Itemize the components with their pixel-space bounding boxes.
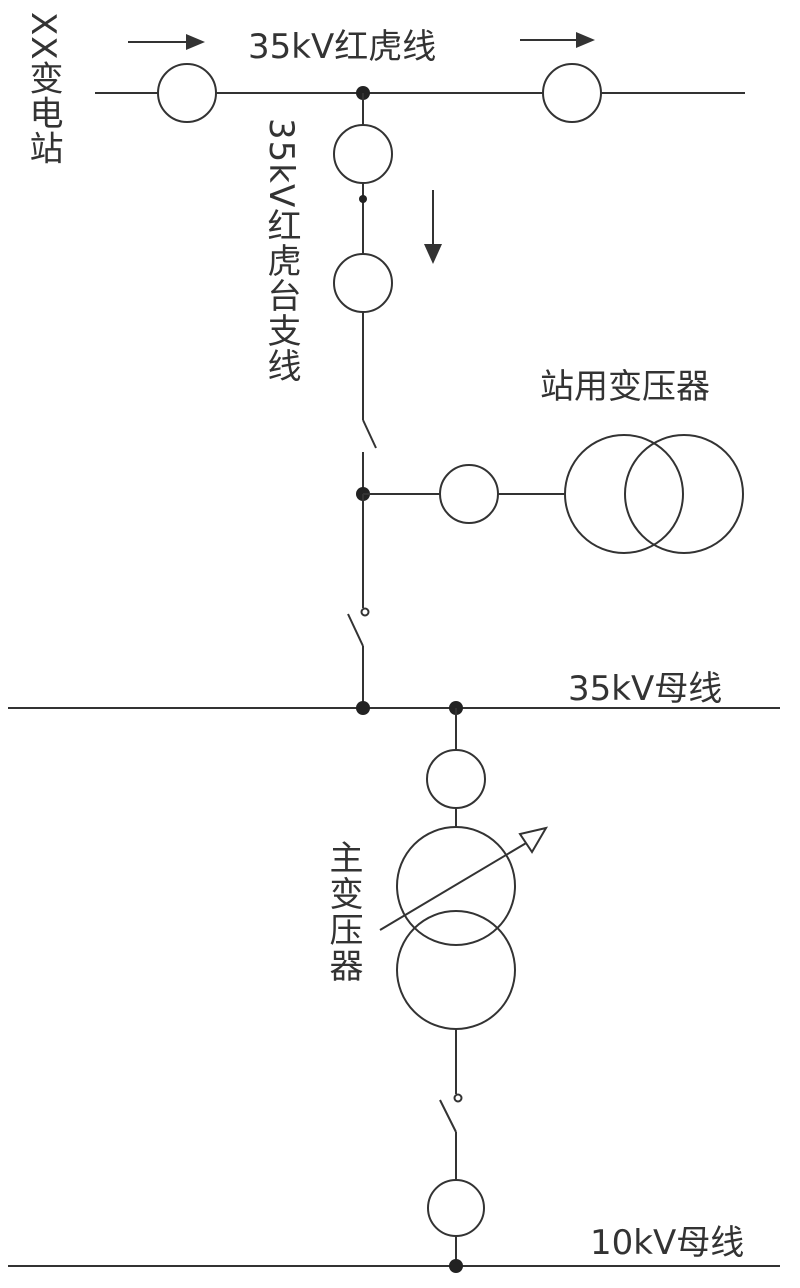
incoming-line-label: 35kV红虎线 bbox=[248, 27, 436, 67]
main-transformer-label: 主变压器 bbox=[323, 840, 363, 984]
bus-10kv-label: 10kV母线 bbox=[590, 1223, 744, 1263]
branch-line-label: 35kV红虎台支线 bbox=[261, 118, 301, 384]
bus-35kv-label: 35kV母线 bbox=[568, 669, 722, 709]
disconnect-switch-main bbox=[439, 1093, 463, 1180]
junction-node-bus10 bbox=[449, 1259, 463, 1273]
substation-label: XX变电站 bbox=[23, 12, 63, 166]
tap-changer-arrow-icon bbox=[379, 826, 549, 931]
branch-small-node bbox=[359, 195, 367, 203]
branch-current-transformer-1 bbox=[333, 124, 393, 184]
junction-node-bus35-left bbox=[356, 701, 370, 715]
disconnect-switch-lower bbox=[347, 607, 370, 708]
arrow-right-icon-right bbox=[520, 32, 595, 48]
main-transformer-symbol bbox=[396, 826, 516, 1030]
station-transformer-symbol bbox=[564, 434, 744, 554]
main-current-transformer-upper bbox=[426, 749, 486, 809]
station-transformer-label: 站用变压器 bbox=[540, 367, 710, 407]
arrow-right-icon-left bbox=[128, 34, 205, 50]
disconnect-switch-upper bbox=[362, 419, 377, 494]
current-transformer-left bbox=[157, 63, 217, 123]
arrow-down-icon bbox=[424, 190, 442, 264]
current-transformer-right bbox=[542, 63, 602, 123]
branch-current-transformer-2 bbox=[333, 253, 393, 313]
station-current-transformer bbox=[439, 464, 499, 524]
main-current-transformer-lower bbox=[427, 1179, 485, 1237]
